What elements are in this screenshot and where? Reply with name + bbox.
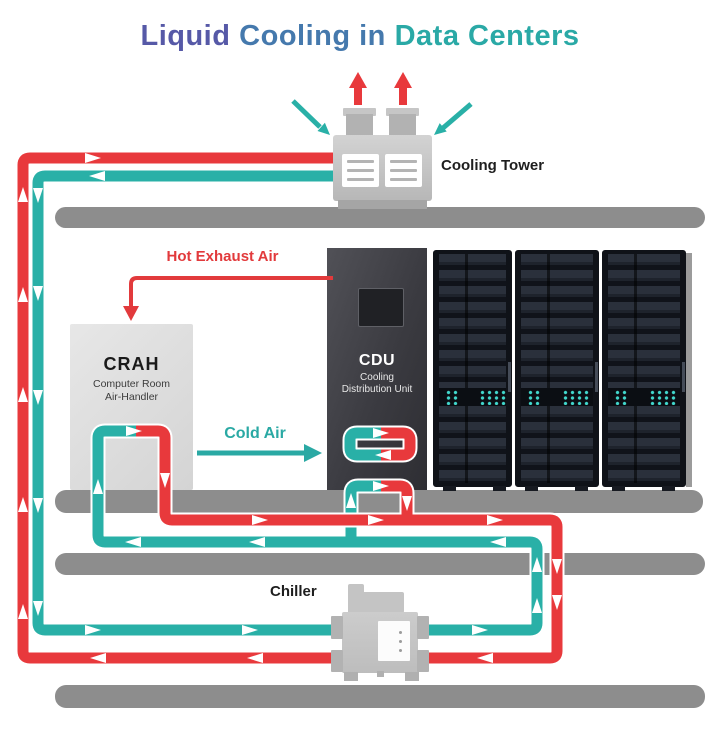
basement-ceiling-bar: [55, 553, 705, 575]
crah-full-name: Computer Room Air-Handler: [92, 378, 171, 403]
chiller-control-panel: [378, 621, 410, 661]
cooling-tower-stack: [389, 114, 416, 136]
hot-exhaust-air-label: Hot Exhaust Air: [166, 248, 279, 265]
chiller-foot: [405, 672, 419, 681]
crah-unit: CRAH Computer Room Air-Handler: [70, 324, 193, 490]
cdu-full-name: Cooling Distribution Unit: [341, 372, 413, 395]
chiller-pipe-flange: [331, 616, 343, 639]
chiller-pipe-flange: [331, 650, 343, 672]
heat-exhaust-up-arrow-icons: [349, 72, 412, 105]
title-word-liquid: Liquid: [140, 20, 231, 52]
server-rack: [515, 250, 599, 491]
chiller-foot: [344, 672, 358, 681]
hot-exhaust-air-arrow: [123, 276, 333, 321]
led-indicator-icon: [615, 389, 628, 405]
chiller-label: Chiller: [270, 583, 317, 600]
cooling-tower-label: Cooling Tower: [441, 157, 545, 174]
ground-floor-bar: [55, 685, 705, 708]
led-indicator-icon: [563, 389, 591, 405]
ceiling-bar: [55, 207, 705, 228]
rack-side-panel: [686, 253, 692, 487]
raised-floor-bar: [55, 490, 703, 513]
cdu-screen: [358, 288, 404, 327]
chiller-pipe-flange: [417, 650, 429, 672]
chiller-pipe-flange: [417, 616, 429, 639]
cooling-tower-vent: [342, 154, 379, 187]
cdu-abbreviation: CDU: [358, 352, 396, 369]
cold-air-label: Cold Air: [224, 425, 286, 442]
server-rack: [433, 250, 512, 491]
rack-led-panel: [521, 388, 593, 406]
led-indicator-icon: [650, 389, 678, 405]
cold-air-arrow: [197, 444, 322, 462]
rack-led-panel: [608, 388, 680, 406]
cooling-tower-stack-cap: [386, 108, 419, 116]
cooling-tower-base: [338, 200, 427, 209]
cdu-unit: CDU Cooling Distribution Unit: [327, 248, 427, 490]
led-indicator-icon: [528, 389, 541, 405]
air-intake-arrow-icons: [291, 99, 473, 135]
cooling-tower-stack: [346, 114, 373, 136]
rack-led-panel: [439, 388, 506, 406]
title-word-data-centers: Data Centers: [394, 20, 580, 52]
led-indicator-icon: [480, 389, 506, 405]
cooling-tower-vent: [385, 154, 422, 187]
server-rack: [602, 250, 686, 491]
title-word-cooling-in: Cooling in: [239, 20, 386, 52]
crah-abbreviation: CRAH: [103, 354, 160, 374]
chiller-pipe-arch: [348, 592, 404, 613]
cooling-tower-stack-cap: [343, 108, 376, 116]
led-indicator-icon: [446, 389, 459, 405]
chiller-foot: [377, 671, 384, 677]
